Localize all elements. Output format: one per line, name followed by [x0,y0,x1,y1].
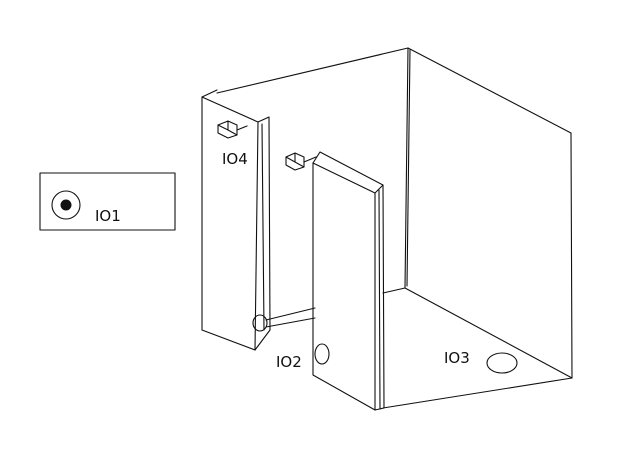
io3-floor-port-icon [486,352,518,374]
enclosure-back-top-edge [216,47,409,94]
left-panel-face-right [201,96,259,351]
io1-outer-ring-icon [51,190,81,220]
enclosure-back-corner [404,47,409,289]
enclosure-floor-right-edge [404,287,573,379]
middle-panel-side-edge [378,189,381,410]
io2-right-port-icon [314,343,330,365]
io4-connector-icon [217,120,238,139]
io4-second-connector-icon [285,152,305,171]
middle-panel: IO2 [276,151,385,411]
enclosure-back-corner-inner [406,49,411,287]
io2-cable-lower [265,317,316,328]
io1-label: IO1 [95,207,121,225]
enclosure-floor-front-edge [382,377,573,409]
io2-cable-upper [265,307,316,321]
io1-legend: IO1 [39,172,176,231]
enclosure [216,47,573,409]
io2-cable [265,307,316,328]
middle-panel-face-front [312,162,376,411]
enclosure-right-front-edge [570,132,573,379]
middle-panel-side [374,184,385,411]
io2-left-port-icon [252,314,268,332]
io1-legend-box [39,172,176,231]
io3-label: IO3 [444,349,470,367]
left-panel: IO4 [201,89,271,351]
left-panel-side [254,116,271,351]
io2-label: IO2 [276,353,302,371]
io4-connector-lead [236,125,248,131]
left-panel-top-back [201,89,218,98]
left-panel-side-edge [261,123,265,331]
io4-second-connector-lead [303,156,317,163]
io1-center-dot-icon [60,199,72,211]
enclosure-right-top-edge [407,47,572,134]
enclosure-floor-back-edge [382,287,406,294]
middle-panel-face-right [312,162,376,411]
left-panel-face-front [201,96,256,351]
io3-group: IO3 [444,349,518,374]
middle-panel-top [312,151,384,194]
io4-label: IO4 [222,150,248,168]
